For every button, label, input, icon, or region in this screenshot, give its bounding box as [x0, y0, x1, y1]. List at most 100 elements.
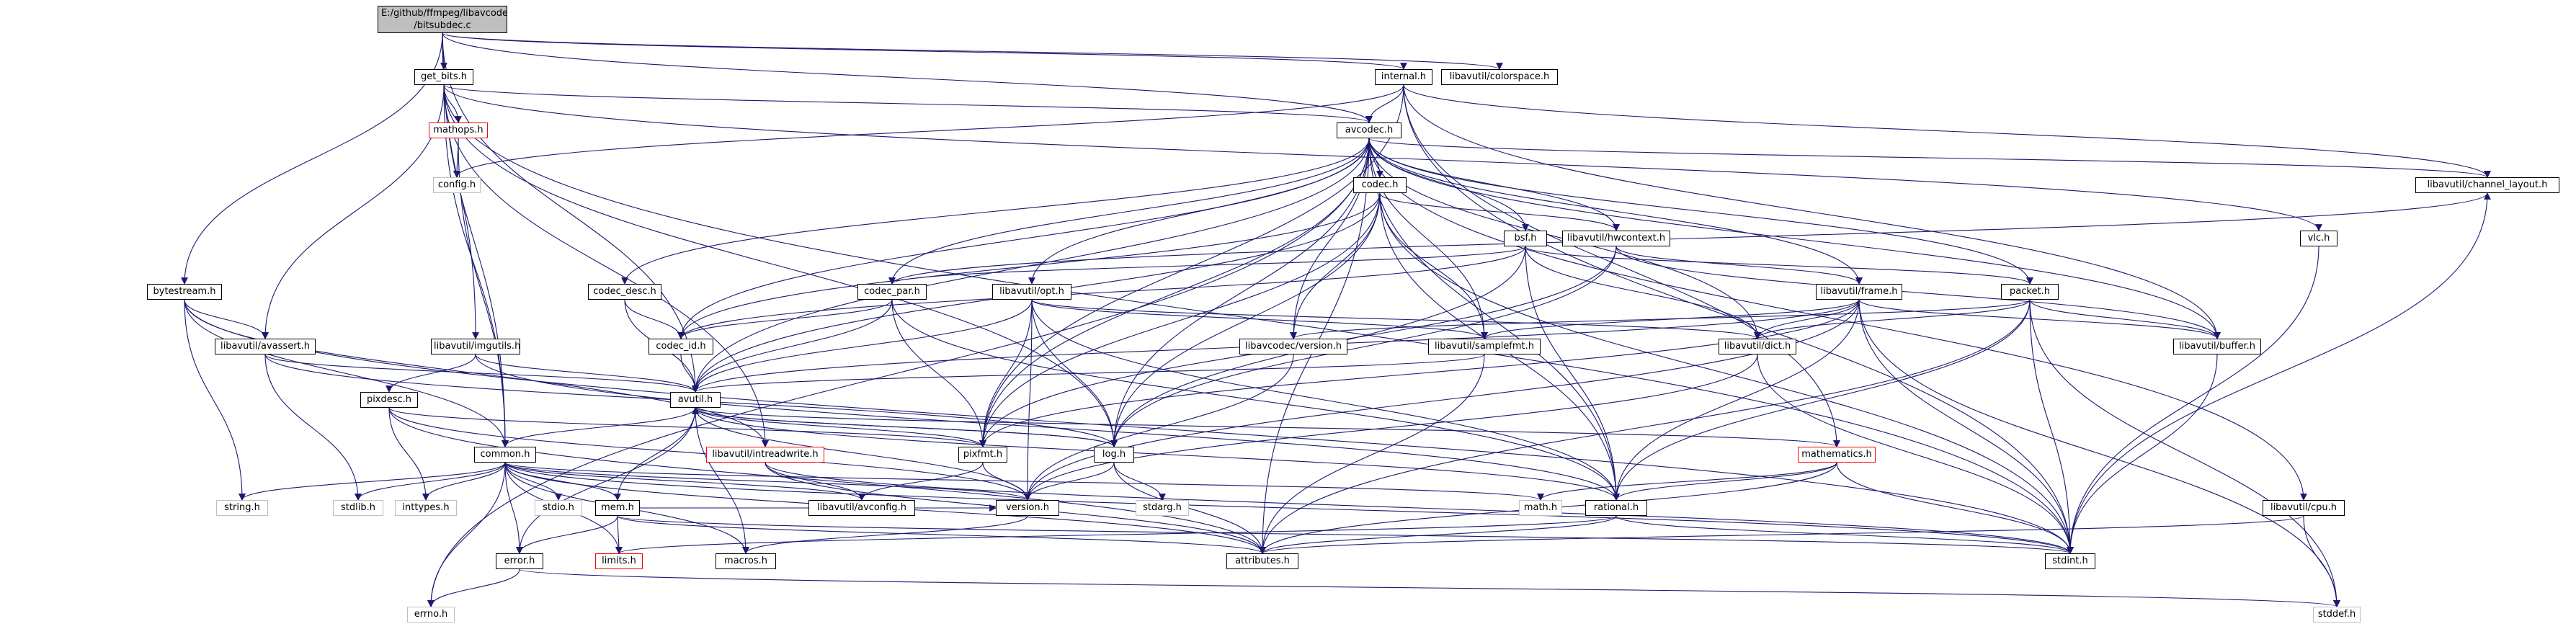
edge-common-h-to-version-h [504, 462, 1031, 501]
edge-libavutil-imgutils-h-to-pixdesc-h [385, 354, 476, 393]
node-attributes-h[interactable]: attributes.h [1226, 553, 1298, 569]
node-libavutil-colorspace-h[interactable]: libavutil/colorspace.h [1441, 69, 1558, 85]
edge-libavutil-frame-h-to-stddef-h [1858, 299, 2340, 607]
edge-libavutil-samplefmt-h-to-avutil-h [692, 354, 1485, 393]
edge-avutil-h-to-macros-h [695, 407, 749, 554]
node-macros-h[interactable]: macros.h [716, 553, 776, 569]
node-bytestream-h[interactable]: bytestream.h [147, 284, 222, 300]
node-libavutil-intreadwrite-h[interactable]: libavutil/intreadwrite.h [706, 447, 824, 463]
node-log-h[interactable]: log.h [1094, 447, 1134, 463]
edge-avutil-h-to-rational-h [695, 407, 1620, 501]
node-libavutil-buffer-h[interactable]: libavutil/buffer.h [2173, 339, 2261, 354]
edge-root-file-to-common-h [442, 32, 509, 447]
edge-internal-h-to-libavutil-channel-layout-h [1403, 84, 2491, 178]
node-libavutil-hwcontext-h[interactable]: libavutil/hwcontext.h [1562, 231, 1670, 246]
node-libavutil-channel-layout-h[interactable]: libavutil/channel_layout.h [2415, 177, 2559, 193]
edge-libavutil-opt-h-to-rational-h [1031, 299, 1620, 501]
edge-libavutil-hwcontext-h-to-libavutil-buffer-h [1615, 246, 2221, 339]
edge-libavutil-channel-layout-h-to-stdint-h [2067, 192, 2488, 554]
node-codec-par-h[interactable]: codec_par.h [857, 284, 927, 300]
edge-libavutil-samplefmt-h-to-attributes-h [1259, 354, 1485, 554]
edge-bsf-h-to-codec-id-h [677, 246, 1526, 339]
edge-packet-h-to-libavcodec-version-h [1290, 299, 2031, 339]
edge-error-h-to-errno-h [427, 568, 520, 607]
dependency-edges [181, 32, 2491, 607]
edge-codec-h-to-log-h [1110, 192, 1381, 447]
edge-mathematics-h-to-rational-h [1613, 462, 1837, 501]
edge-root-file-to-avutil-h [442, 32, 699, 393]
node-limits-h[interactable]: limits.h [595, 553, 643, 569]
edge-common-h-to-math-h [504, 462, 1544, 501]
node-mem-h[interactable]: mem.h [595, 500, 640, 516]
edge-avutil-h-to-pixfmt-h [695, 407, 986, 447]
edge-get-bits-h-to-libavutil-avassert-h [262, 84, 445, 339]
node-root-file[interactable]: E:/github/ffmpeg/libavcodec /bitsubdec.c [378, 6, 507, 33]
node-math-h[interactable]: math.h [1519, 500, 1562, 516]
node-errno-h[interactable]: errno.h [407, 607, 455, 623]
node-inttypes-h[interactable]: inttypes.h [395, 500, 457, 516]
edge-libavcodec-version-h-to-version-h [1024, 354, 1294, 501]
node-codec-desc-h[interactable]: codec_desc.h [588, 284, 661, 300]
node-mathops-h[interactable]: mathops.h [429, 122, 488, 138]
edge-libavutil-frame-h-to-version-h [1024, 299, 1860, 501]
node-libavutil-opt-h[interactable]: libavutil/opt.h [992, 284, 1071, 300]
edge-libavutil-avassert-h-to-stdlib-h [264, 354, 362, 501]
node-stdio-h[interactable]: stdio.h [535, 500, 582, 516]
edge-packet-h-to-libavutil-buffer-h [2029, 299, 2221, 339]
node-error-h[interactable]: error.h [496, 553, 543, 569]
node-mathematics-h[interactable]: mathematics.h [1798, 447, 1876, 463]
node-libavutil-cpu-h[interactable]: libavutil/cpu.h [2263, 500, 2345, 516]
node-avcodec-h[interactable]: avcodec.h [1337, 122, 1401, 138]
node-libavutil-dict-h[interactable]: libavutil/dict.h [1719, 339, 1796, 354]
node-config-h[interactable]: config.h [433, 177, 481, 193]
node-packet-h[interactable]: packet.h [2001, 284, 2059, 300]
node-vlc-h[interactable]: vlc.h [2300, 231, 2337, 246]
node-stdint-h[interactable]: stdint.h [2045, 553, 2095, 569]
node-pixfmt-h[interactable]: pixfmt.h [958, 447, 1007, 463]
edge-root-file-to-internal-h [442, 32, 1407, 70]
edge-mem-h-to-attributes-h [617, 515, 1266, 554]
node-codec-h[interactable]: codec.h [1353, 177, 1407, 193]
edge-avutil-h-to-mathematics-h [695, 407, 1840, 447]
node-version-h[interactable]: version.h [996, 500, 1059, 516]
node-common-h[interactable]: common.h [474, 447, 536, 463]
node-rational-h[interactable]: rational.h [1585, 500, 1647, 516]
node-bsf-h[interactable]: bsf.h [1504, 231, 1547, 246]
edge-codec-par-h-to-codec-id-h [677, 299, 893, 339]
edge-codec-h-to-pixfmt-h [979, 192, 1381, 447]
edge-internal-h-to-stdint-h [1403, 84, 2074, 554]
node-stdarg-h[interactable]: stdarg.h [1136, 500, 1189, 516]
edge-get-bits-h-to-libavutil-intreadwrite-h [443, 84, 769, 447]
edge-libavutil-imgutils-h-to-avutil-h [475, 354, 699, 393]
node-internal-h[interactable]: internal.h [1375, 69, 1432, 85]
node-libavutil-imgutils-h[interactable]: libavutil/imgutils.h [431, 339, 520, 354]
node-pixdesc-h[interactable]: pixdesc.h [360, 392, 418, 408]
node-libavcodec-version-h[interactable]: libavcodec/version.h [1239, 339, 1347, 354]
edge-libavutil-intreadwrite-h-to-stdint-h [765, 462, 2074, 554]
node-libavutil-avconfig-h[interactable]: libavutil/avconfig.h [808, 500, 915, 516]
node-stddef-h[interactable]: stddef.h [2313, 607, 2361, 623]
edge-pixdesc-h-to-attributes-h [388, 407, 1266, 554]
node-string-h[interactable]: string.h [216, 500, 268, 516]
node-libavutil-avassert-h[interactable]: libavutil/avassert.h [215, 339, 316, 354]
edge-libavutil-hwcontext-h-to-log-h [1110, 246, 1617, 447]
edge-log-h-to-version-h [1024, 462, 1115, 501]
node-avutil-h[interactable]: avutil.h [670, 392, 721, 408]
node-libavutil-samplefmt-h[interactable]: libavutil/samplefmt.h [1428, 339, 1541, 354]
edge-log-h-to-stdarg-h [1113, 462, 1166, 501]
edge-bytestream-h-to-common-h [184, 299, 509, 447]
node-stdlib-h[interactable]: stdlib.h [333, 500, 383, 516]
edge-libavutil-frame-h-to-libavutil-dict-h [1754, 299, 1860, 339]
node-get-bits-h[interactable]: get_bits.h [414, 69, 473, 85]
node-libavutil-frame-h[interactable]: libavutil/frame.h [1816, 284, 1902, 300]
edge-pixdesc-h-to-inttypes-h [388, 407, 429, 501]
edge-common-h-to-inttypes-h [422, 462, 506, 501]
edge-avcodec-h-to-libavutil-buffer-h [1368, 138, 2221, 339]
edge-libavutil-avassert-h-to-avutil-h [264, 354, 699, 393]
edge-root-file-to-libavutil-colorspace-h [442, 32, 1503, 70]
edge-avutil-h-to-common-h [502, 407, 696, 447]
edge-pixfmt-h-to-libavutil-avconfig-h [858, 462, 984, 501]
edge-get-bits-h-to-common-h [443, 84, 509, 447]
edge-libavutil-opt-h-to-avutil-h [692, 299, 1033, 393]
node-codec-id-h[interactable]: codec_id.h [649, 339, 713, 354]
